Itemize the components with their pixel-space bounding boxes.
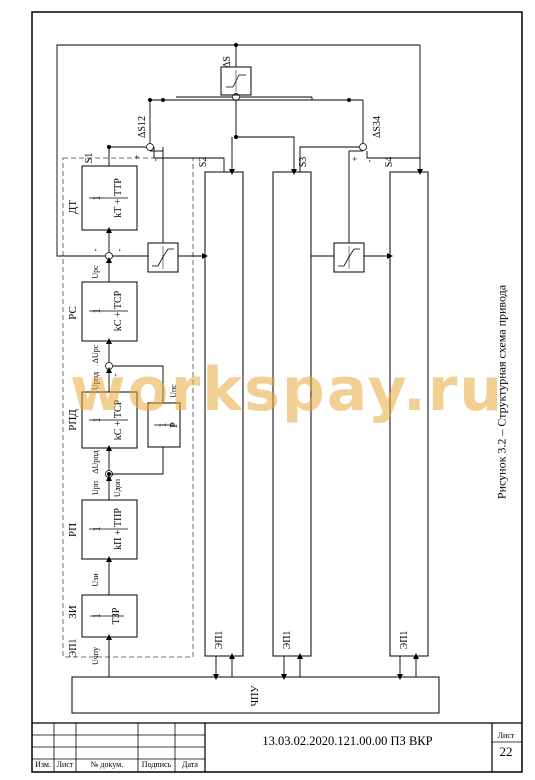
regulator-dashed-box — [62, 157, 194, 658]
sig-du-rs: ΔUрс — [91, 344, 100, 363]
label-ds12: ΔS12 — [137, 116, 148, 138]
sheet-border — [31, 11, 523, 773]
title-list: Лист — [56, 760, 74, 769]
rs-num: 1 — [91, 308, 103, 314]
title-block — [32, 722, 522, 772]
label-ds34: ΔS34 — [372, 116, 383, 138]
label-s4: S4 — [384, 157, 395, 168]
drive-block-1 — [204, 171, 244, 657]
dt-name: ДТ — [67, 200, 79, 215]
rs-den: kC + TCP — [113, 290, 124, 331]
sheet-label: Лист — [497, 731, 515, 740]
arrowheads — [106, 169, 423, 680]
ep-label-2: ЭП1 — [214, 631, 225, 650]
sig-u-rs: Uрс — [91, 265, 100, 279]
ep-label-1: ЭП1 — [68, 639, 79, 658]
rs-name: РС — [67, 306, 79, 320]
sig-u-chpu: Uчпу — [91, 647, 100, 665]
sig-u-rp: Uрп — [91, 480, 100, 495]
junction-dots — [107, 43, 351, 476]
label-cnc: ЧПУ — [250, 685, 261, 707]
nonlinear-block-12 — [147, 242, 179, 273]
figure-caption-text: Рисунок 3.2 – Структурная схема привода — [494, 284, 509, 500]
zi-num: 1 — [91, 613, 103, 619]
block-integrator — [147, 402, 181, 448]
sign-minus-34: - — [364, 160, 374, 163]
zi-name: ЗИ — [67, 605, 79, 619]
title-doc-num: № докум. — [90, 760, 124, 769]
sign-minus-dt: - — [90, 249, 100, 252]
rpd-num: 1 — [91, 417, 103, 423]
sum-junctions — [105, 93, 367, 478]
nonlinear-block-ds — [220, 66, 252, 96]
rp-den: kП + TПP — [113, 508, 124, 550]
diagram-labels: ДТ 1 kТ + TТP РС 1 kC + TCP РПД 1 kC + T… — [67, 56, 410, 706]
sig-u-rpd: Uрпд — [91, 372, 100, 390]
dt-den: kТ + TТP — [113, 178, 124, 218]
integrator-num: 1 — [158, 423, 169, 428]
sign-minus-rs: - — [110, 374, 120, 377]
sign-minus-dt2: - — [114, 249, 124, 252]
label-s3: S3 — [298, 157, 309, 168]
integrator-den: P — [169, 422, 180, 428]
document-code: 13.03.02.2020.121.00.00 ПЗ ВКР — [262, 734, 433, 748]
dt-num: 1 — [91, 195, 103, 201]
drive-block-3 — [389, 171, 429, 657]
label-s1: S1 — [84, 153, 95, 164]
rp-name: РП — [67, 523, 79, 537]
connection-lines — [56, 44, 421, 677]
rp-num: 1 — [91, 526, 103, 532]
sig-du-rpd: ΔUрпд — [91, 450, 100, 473]
label-ds: ΔS — [222, 56, 233, 68]
ep-label-4: ЭП1 — [399, 631, 410, 650]
rpd-name: РПД — [67, 409, 79, 431]
title-signature: Подпись — [141, 760, 172, 769]
sign-plus-12: + — [132, 154, 142, 159]
rpd-den: kC + TCP — [113, 399, 124, 440]
sheet-number: 22 — [499, 744, 513, 759]
nonlinear-block-34 — [333, 242, 365, 273]
cnc-block — [71, 676, 440, 714]
integrator-label: Uпс — [169, 384, 178, 398]
sig-u-dop: Uдоп — [113, 478, 122, 497]
title-izm: Изм. — [35, 760, 51, 769]
drive-block-2 — [272, 171, 312, 657]
title-date: Дата — [182, 760, 198, 769]
zi-den: TЗP — [111, 607, 122, 624]
sig-u-zi: Uзи — [91, 573, 100, 587]
sign-plus-34: + — [350, 156, 360, 161]
label-s2: S2 — [198, 157, 209, 168]
sign-minus-12: - — [150, 159, 160, 162]
ep-label-3: ЭП1 — [282, 631, 293, 650]
